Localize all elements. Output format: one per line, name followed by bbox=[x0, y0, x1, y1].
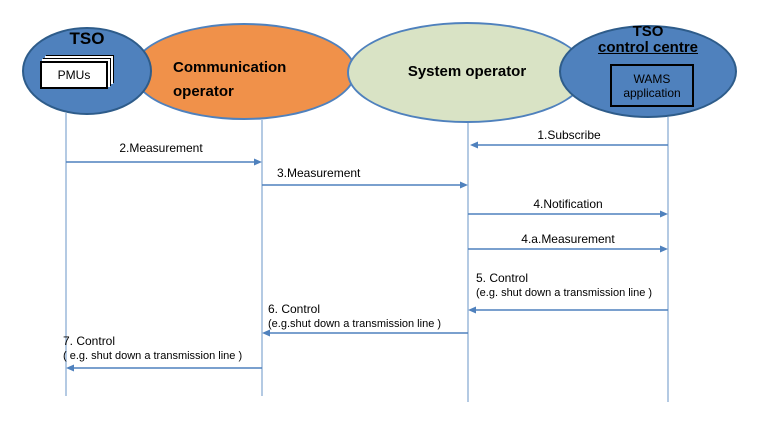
message-label-7-control: 7. Control ( e.g. shut down a transmissi… bbox=[63, 334, 242, 364]
message-label-6-control: 6. Control (e.g.shut down a transmission… bbox=[268, 302, 441, 332]
actor-title-communication-operator: Communication operator bbox=[173, 56, 286, 104]
arrow-4-notification bbox=[468, 210, 668, 218]
arrow-6-control bbox=[262, 329, 468, 337]
arrow-1-subscribe bbox=[470, 141, 668, 149]
arrow-5-control bbox=[468, 306, 668, 314]
message-subtext: (e.g. shut down a transmission line ) bbox=[476, 287, 653, 299]
message-text: 5. Control bbox=[476, 271, 529, 285]
message-label-4-notification: 4.Notification bbox=[468, 197, 668, 212]
actor-title-tso-control-centre: TSO control centre bbox=[559, 24, 737, 56]
arrow-4a-measurement bbox=[468, 245, 668, 253]
actor-title-tso: TSO bbox=[22, 29, 152, 49]
pmus-box-label: PMUs bbox=[57, 68, 91, 82]
message-subtext: (e.g.shut down a transmission line ) bbox=[268, 318, 442, 330]
actor-title-line: TSO bbox=[69, 29, 105, 48]
actor-title-line: control centre bbox=[597, 39, 699, 56]
message-text: 7. Control bbox=[63, 334, 116, 348]
message-text: 1.Subscribe bbox=[537, 128, 601, 142]
message-text: 6. Control bbox=[268, 302, 321, 316]
message-label-5-control: 5. Control (e.g. shut down a transmissio… bbox=[476, 271, 652, 301]
actor-ellipse-system-operator bbox=[347, 22, 587, 123]
arrow-3-measurement bbox=[262, 181, 468, 189]
message-text: 4.a.Measurement bbox=[521, 232, 615, 246]
actor-ellipse-tso-control-centre bbox=[559, 25, 737, 118]
message-subtext: ( e.g. shut down a transmission line ) bbox=[63, 350, 243, 362]
message-label-1-subscribe: 1.Subscribe bbox=[470, 128, 668, 143]
arrow-7-control bbox=[66, 364, 262, 372]
wams-box-line2: application bbox=[623, 85, 681, 100]
message-text: 3.Measurement bbox=[277, 166, 361, 180]
message-label-4a-measurement: 4.a.Measurement bbox=[468, 232, 668, 247]
actor-ellipse-communication-operator bbox=[132, 23, 356, 120]
pmus-box: PMUs bbox=[40, 61, 108, 89]
arrow-2-measurement bbox=[66, 158, 262, 166]
actor-title-line: TSO bbox=[632, 23, 664, 40]
message-text: 4.Notification bbox=[533, 197, 603, 211]
actor-title-line: System operator bbox=[407, 63, 527, 80]
actor-title-line: operator bbox=[173, 83, 234, 100]
message-label-3-measurement: 3.Measurement bbox=[277, 166, 360, 181]
message-label-2-measurement: 2.Measurement bbox=[66, 141, 256, 156]
message-text: 2.Measurement bbox=[119, 141, 203, 155]
actor-title-line: Communication bbox=[173, 59, 287, 76]
wams-box-line1: WAMS bbox=[633, 71, 671, 86]
actor-title-system-operator: System operator bbox=[347, 63, 587, 80]
